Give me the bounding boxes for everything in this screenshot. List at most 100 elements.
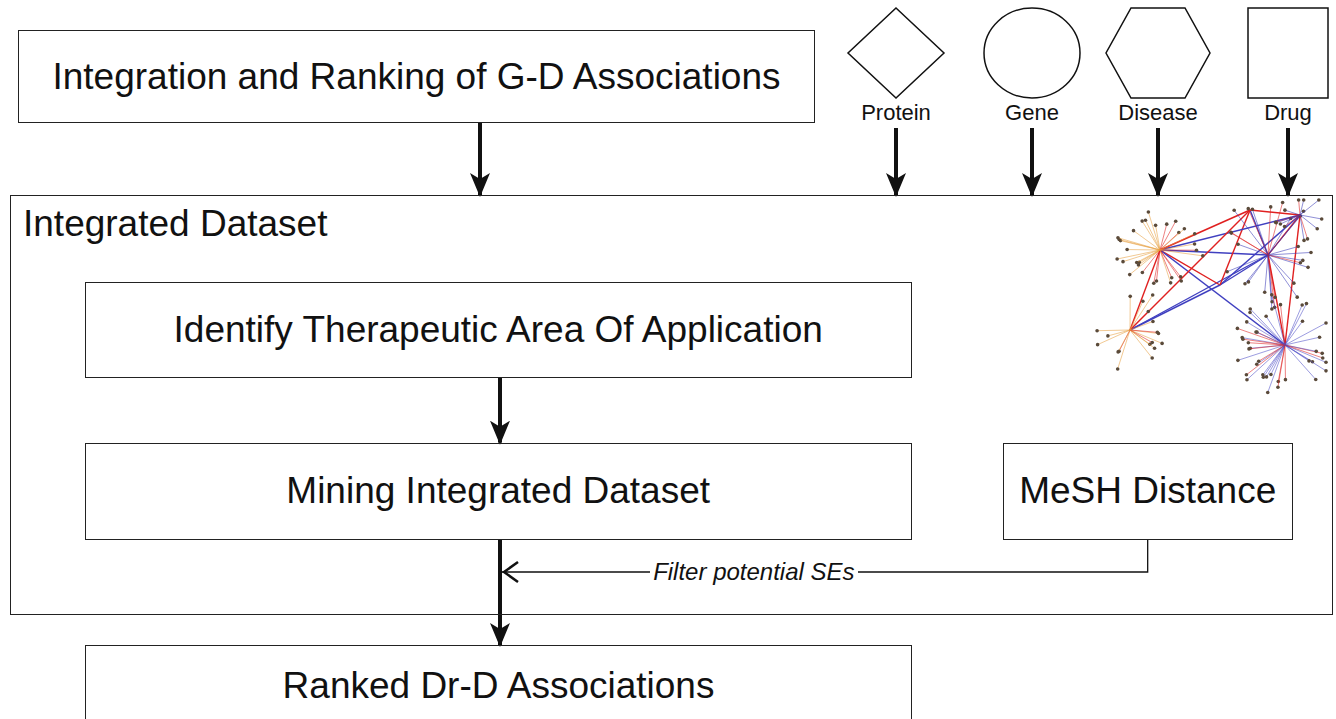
network-dot [1116,350,1120,354]
network-edge [1268,255,1303,260]
network-dot [1201,254,1205,258]
circle-outline [984,8,1080,98]
network-dot [1154,224,1158,228]
network-edge [1130,330,1152,343]
network-dot [1179,279,1183,283]
network-edge [1130,301,1143,330]
network-edge [1160,229,1184,250]
network-edge [1285,337,1320,345]
network-edge [1119,330,1130,351]
network-dot [1295,295,1299,299]
network-dot [1283,208,1287,212]
connector-arrow [500,540,1148,645]
network-dot [1302,239,1306,243]
connector-arrow [1286,128,1290,195]
network-dot [1232,209,1236,213]
network-edge [1300,215,1317,229]
network-dot [1261,373,1265,377]
network-edge [1285,345,1326,371]
network-edge [1247,345,1285,380]
network-dot [1300,303,1304,307]
network-dot [1147,210,1151,214]
network-dot [1156,331,1160,335]
network-edge [1137,250,1160,262]
network-edge [1285,305,1302,345]
network-dot [1193,232,1197,236]
network-edge [1300,215,1308,239]
network-dot [1255,330,1259,334]
network-edge [1156,225,1160,250]
network-dot [1150,356,1154,360]
network-edge [1300,200,1304,215]
network-dot [1243,282,1247,286]
network-dot [1317,198,1321,202]
network-edge [1227,255,1268,272]
network-dot [1140,219,1144,223]
network-edge [1160,244,1195,250]
network-dot [1241,337,1245,341]
network-dot [1245,373,1249,377]
network-dot [1141,271,1145,275]
connector-arrow [1156,128,1160,195]
process-box: MeSH Distance [1003,443,1293,540]
network-edge [1145,220,1160,250]
network-dot [1284,378,1288,382]
network-edge [1268,255,1275,307]
network-dot [1283,225,1287,229]
network-dot [1236,359,1240,363]
network-dot [1307,359,1311,363]
network-dot [1320,217,1324,221]
network-dot [1324,369,1328,373]
network-edge [1134,231,1160,250]
network-dot [1279,222,1283,226]
connector-label: Filter potential SEs [650,559,857,585]
shape-label: Drug [1236,101,1336,125]
network-edge [1160,250,1171,283]
network-dot [1276,385,1280,389]
network-dot [1269,205,1273,209]
network-edge [1160,234,1195,250]
connector-arrow [1030,128,1034,195]
network-dot [1169,281,1173,285]
network-dot [1248,311,1252,315]
network-edge [1127,249,1160,250]
network-dot [1170,276,1174,280]
network-edge [1268,252,1311,255]
network-dot [1096,343,1100,347]
network-dot [1299,261,1303,265]
network-dot [1155,279,1159,283]
network-dot [1095,329,1099,333]
network-dot [1301,319,1305,323]
network-edge [1268,202,1283,255]
connector-arrow [498,378,502,443]
network-dot [1274,221,1278,225]
network-edge [1299,200,1300,215]
shape-label: Gene [972,101,1092,125]
network-edge [1130,296,1131,330]
network-dot [1132,229,1136,233]
square-outline [1246,6,1330,100]
network-dot [1264,314,1268,318]
network-edge [1231,232,1268,255]
network-edge [1160,250,1268,255]
network-edge [1130,250,1160,330]
network-dot [1314,378,1318,382]
network-edge [1247,322,1285,345]
network-edge [1276,215,1300,222]
network-edge [1285,210,1300,215]
network-edge [1130,255,1268,330]
network-edge [1300,200,1319,215]
network-edge [1098,330,1130,345]
network-dot [1248,307,1252,311]
network-dot [1144,218,1148,222]
box-label: Mining Integrated Dataset [286,471,710,511]
network-dot [1302,198,1306,202]
network-edge [1123,250,1160,262]
network-dot [1150,341,1154,345]
network-dot [1255,362,1259,366]
network-edge [1268,255,1300,263]
network-edge [1268,211,1303,255]
network-dot [1245,320,1249,324]
network-dot [1270,293,1274,297]
process-box: Mining Integrated Dataset [85,443,912,540]
